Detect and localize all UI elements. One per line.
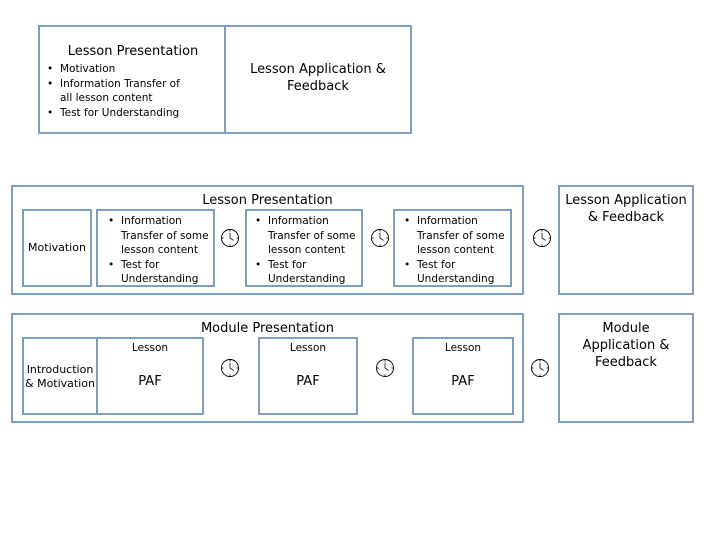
top-application-box: Lesson Application & Feedback bbox=[224, 25, 412, 134]
lesson-label: PAF bbox=[451, 374, 475, 389]
clock-icon bbox=[531, 359, 549, 377]
bullet-item: Information Transfer of some lesson cont… bbox=[253, 214, 359, 258]
clock-icon bbox=[221, 359, 239, 377]
middle-application-box: Lesson Application & Feedback bbox=[558, 185, 694, 295]
lesson-label: PAF bbox=[138, 374, 162, 389]
bullet-item: Information Transfer of some lesson cont… bbox=[402, 214, 508, 258]
intro-label: Introduction & Motivation bbox=[25, 363, 95, 391]
motivation-label: Motivation bbox=[28, 241, 86, 254]
lesson-box-1: Lesson PAF bbox=[96, 337, 204, 415]
chunk-box-1: Information Transfer of some lesson cont… bbox=[96, 209, 215, 287]
clock-icon bbox=[221, 229, 239, 247]
bullet-item: Test for Understanding bbox=[402, 258, 508, 287]
chunk-bullets: Information Transfer of some lesson cont… bbox=[402, 214, 508, 287]
clock-icon bbox=[376, 359, 394, 377]
bullet-item: Motivation bbox=[45, 62, 195, 77]
chunk-bullets: Information Transfer of some lesson cont… bbox=[253, 214, 359, 287]
bottom-title: Module Presentation bbox=[200, 321, 335, 336]
bullet-item: Information Transfer of all lesson conte… bbox=[45, 77, 195, 106]
bullet-item: Test for Understanding bbox=[253, 258, 359, 287]
clock-icon bbox=[533, 229, 551, 247]
lesson-label: PAF bbox=[296, 374, 320, 389]
module-application-box: Module Application & Feedback bbox=[558, 313, 694, 423]
top-presentation-title: Lesson Presentation bbox=[67, 44, 199, 59]
lesson-title: Lesson bbox=[131, 342, 169, 354]
middle-title: Lesson Presentation bbox=[202, 193, 333, 208]
lesson-box-3: Lesson PAF bbox=[412, 337, 514, 415]
chunk-box-2: Information Transfer of some lesson cont… bbox=[245, 209, 363, 287]
top-application-title: Lesson Application & Feedback bbox=[250, 62, 386, 95]
bullet-item: Test for Understanding bbox=[45, 106, 195, 121]
bullet-item: Test for Understanding bbox=[106, 258, 212, 287]
top-presentation-bullets: Motivation Information Transfer of all l… bbox=[45, 62, 195, 120]
chunk-bullets: Information Transfer of some lesson cont… bbox=[106, 214, 212, 287]
intro-box: Introduction & Motivation bbox=[22, 337, 98, 415]
module-application-title: Module Application & Feedback bbox=[582, 321, 670, 371]
lesson-title: Lesson bbox=[444, 342, 482, 354]
top-presentation-box: Lesson Presentation Motivation Informati… bbox=[38, 25, 228, 134]
bullet-item: Information Transfer of some lesson cont… bbox=[106, 214, 212, 258]
lesson-title: Lesson bbox=[289, 342, 327, 354]
lesson-box-2: Lesson PAF bbox=[258, 337, 358, 415]
clock-icon bbox=[371, 229, 389, 247]
middle-application-title: Lesson Application & Feedback bbox=[565, 193, 687, 226]
chunk-box-3: Information Transfer of some lesson cont… bbox=[393, 209, 512, 287]
motivation-box: Motivation bbox=[22, 209, 92, 287]
